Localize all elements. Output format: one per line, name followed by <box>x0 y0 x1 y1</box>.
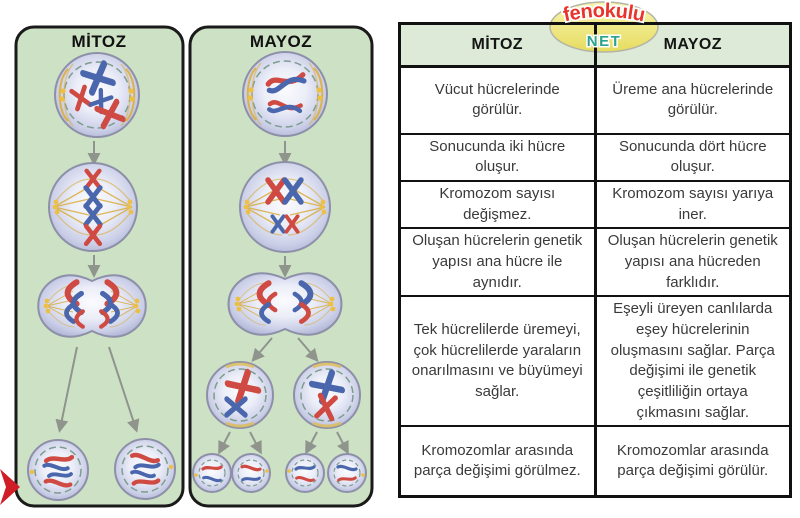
mayoz-cell-text: Sonucunda dört hücre oluşur. <box>594 132 792 182</box>
mitoz-cell-text: Tek hücrelilerde üremeyi, çok hücreliler… <box>398 295 597 428</box>
mayoz-intermediate-cell-right <box>293 361 361 429</box>
mayoz-cell-text: Oluşan hücrelerin genetik yapısı ana hüc… <box>594 227 792 298</box>
split-arrow-right-icon <box>108 346 140 433</box>
comparison-table: MİTOZ MAYOZ Vücut hücrelerinde görülür. … <box>398 22 792 498</box>
split-arrow-icon <box>336 431 349 455</box>
mitoz-cell-metaphase <box>48 162 138 252</box>
mitoz-cell-text: Kromozomlar arasında parça değişimi görü… <box>398 425 597 498</box>
split-arrow-icon <box>305 431 318 455</box>
mayoz-intermediate-cell-left <box>206 361 274 429</box>
mayoz-cell-text: Üreme ana hücrelerinde görülür. <box>594 65 792 135</box>
mayoz-gamete-cell-4 <box>327 453 367 493</box>
logo-net-text: NET <box>587 33 622 50</box>
split-arrow-icon <box>249 431 262 455</box>
mitoz-cell-text: Vücut hücrelerinde görülür. <box>398 65 597 135</box>
mayoz-cell-text: Kromozomlar arasında parça değişimi görü… <box>594 425 792 498</box>
mitoz-cell-prophase <box>54 52 140 138</box>
mitoz-panel-title: MİTOZ <box>71 32 126 51</box>
table-row: Kromozomlar arasında parça değişimi görü… <box>398 425 792 498</box>
table-row: Kromozom sayısı değişmez. Kromozom sayıs… <box>398 179 792 230</box>
mitoz-cell-anaphase <box>37 274 147 338</box>
red-pointer-arrow-icon <box>0 469 20 505</box>
split-arrow-icon <box>218 431 231 455</box>
mayoz-cell-metaphase1 <box>239 161 331 253</box>
mitoz-cell-text: Oluşan hücrelerin genetik yapısı ana hüc… <box>398 227 597 298</box>
mayoz-cell-prophase1 <box>242 51 328 137</box>
mayoz-diagram-panel: MAYOZ <box>188 25 374 508</box>
mitoz-cell-text: Sonucunda iki hücre oluşur. <box>398 132 597 182</box>
mayoz-gamete-cell-1 <box>192 453 232 493</box>
split-arrow-left-icon <box>251 337 273 362</box>
mayoz-gamete-cell-3 <box>285 453 325 493</box>
mayoz-cell-text: Kromozom sayısı yarıya iner. <box>594 179 792 230</box>
mayoz-gamete-cell-2 <box>231 453 271 493</box>
mitoz-daughter-cell-left <box>27 439 89 501</box>
table-row: Tek hücrelilerde üremeyi, çok hücreliler… <box>398 295 792 428</box>
mitoz-diagram-panel: MİTOZ <box>14 25 185 508</box>
mayoz-cell-text: Eşeyli üreyen canlılarda eşey hücrelerin… <box>594 295 792 428</box>
split-arrow-right-icon <box>297 337 319 362</box>
mayoz-panel-title: MAYOZ <box>250 32 312 51</box>
split-arrow-left-icon <box>55 346 78 433</box>
mitoz-cell-text: Kromozom sayısı değişmez. <box>398 179 597 230</box>
table-header-mitoz: MİTOZ <box>398 22 597 68</box>
table-row: Vücut hücrelerinde görülür. Üreme ana hü… <box>398 65 792 135</box>
table-row: Oluşan hücrelerin genetik yapısı ana hüc… <box>398 227 792 298</box>
logo-ellipse <box>549 1 659 53</box>
mayoz-cell-anaphase1 <box>227 272 343 336</box>
mitoz-daughter-cell-right <box>114 438 176 500</box>
fenokulu-net-logo: fenokulu NET <box>538 0 670 54</box>
table-row: Sonucunda iki hücre oluşur. Sonucunda dö… <box>398 132 792 182</box>
